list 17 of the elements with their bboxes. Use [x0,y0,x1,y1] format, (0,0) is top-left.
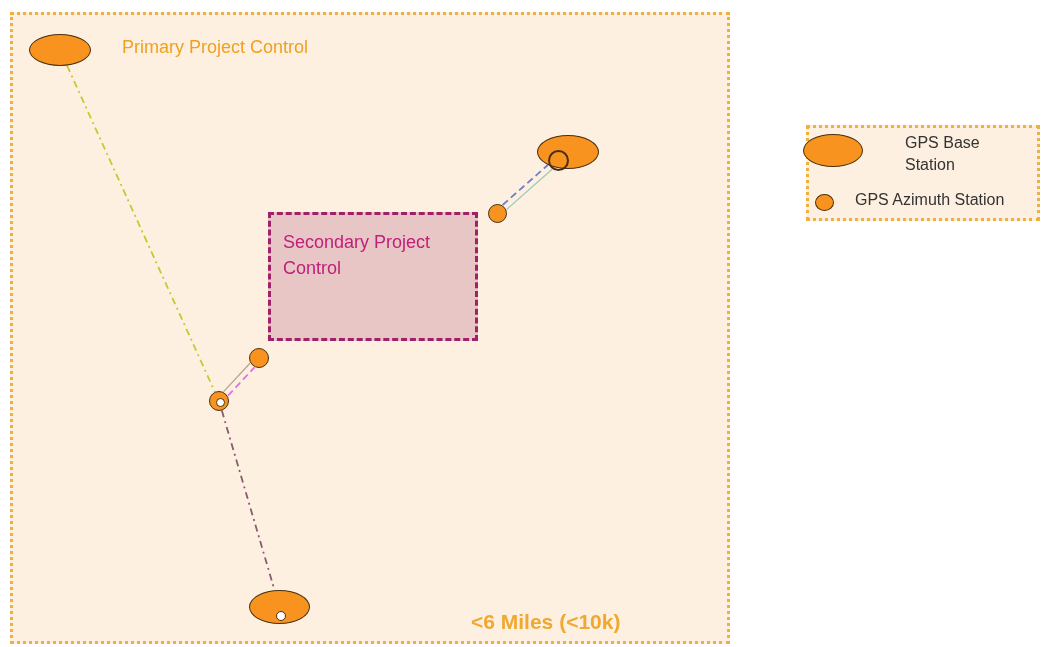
distance-label: <6 Miles (<10k) [471,610,621,634]
project-area-panel [10,12,730,644]
legend-label: GPS Base Station [905,133,981,175]
area-label: Secondary Project Control [283,231,432,280]
legend-label: GPS Azimuth Station [855,191,1005,209]
panel-title: Primary Project Control [122,37,309,58]
azimuth-station-circle [249,348,269,368]
station-ring [547,149,569,171]
connector-line [227,366,256,397]
azimuth-station-circle [209,391,229,411]
base-station-ellipse [537,135,599,169]
secondary-control-area [268,212,478,341]
base-station-ellipse [29,34,91,66]
connector-line [66,64,216,393]
connector-line [223,362,251,393]
base-station-ellipse [249,590,310,624]
azimuth-station-circle [488,204,507,223]
